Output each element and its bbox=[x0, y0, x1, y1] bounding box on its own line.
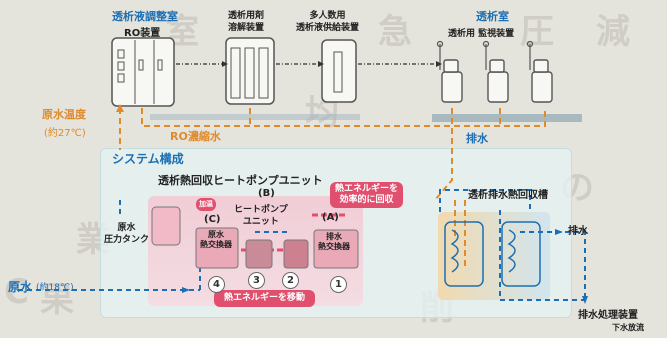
step-circle-3: 3 bbox=[248, 272, 265, 289]
raw-water-temp-label: 原水温度 bbox=[42, 108, 86, 121]
c-label: (C) bbox=[204, 214, 221, 225]
tank-label: 原水 圧力タンク bbox=[104, 223, 150, 245]
system-title: システム構成 bbox=[112, 152, 184, 166]
heat-recovery-tank-label: 透析排水熱回収槽 bbox=[468, 190, 548, 201]
multi-supply-box bbox=[321, 39, 357, 103]
a-label: (A) bbox=[322, 212, 339, 223]
dissolving-device-box bbox=[225, 37, 275, 105]
multi-supply-label: 多人数用 透析液供給装置 bbox=[296, 11, 360, 33]
monitor-device-label: 透析用 監視装置 bbox=[448, 29, 515, 39]
b-label: (B) bbox=[258, 188, 275, 199]
ghost-char: 果 bbox=[40, 280, 80, 320]
raw-water-value: (約18℃) bbox=[36, 283, 74, 293]
dialysis-room-label: 透析室 bbox=[476, 10, 509, 23]
drain-top-label: 排水 bbox=[466, 132, 488, 145]
ghost-char: 圧 bbox=[520, 12, 560, 52]
sewer-label: 下水放流 bbox=[612, 323, 644, 332]
step-circle-2: 2 bbox=[282, 272, 299, 289]
ghost-char: C bbox=[4, 272, 35, 312]
treatment-device-label: 排水処理装置 bbox=[578, 310, 638, 321]
callout-recover: 熱エネルギーを 効率的に回収 bbox=[330, 182, 404, 208]
ro-device-box bbox=[111, 37, 175, 107]
heat-pump-unit-title: 透析熱回収ヒートポンプユニット bbox=[158, 174, 323, 187]
heat-pump-label: ヒートポンプ ユニット bbox=[234, 205, 288, 227]
ghost-char: 減 bbox=[596, 12, 636, 52]
ro-device-label: RO装置 bbox=[124, 28, 161, 39]
raw-water-label: 原水 bbox=[8, 280, 33, 294]
heating-tag: 加温 bbox=[196, 198, 216, 211]
exchanger-c-label: 原水 熱交換器 bbox=[200, 230, 232, 249]
ro-concentrate-label: RO濃縮水 bbox=[170, 130, 221, 143]
dialysate-prep-room-label: 透析液調整室 bbox=[112, 10, 178, 23]
ghost-char: 急 bbox=[378, 12, 418, 52]
monitor-devices bbox=[441, 59, 553, 103]
step-circle-1: 1 bbox=[330, 276, 347, 293]
dissolving-device-label: 透析用剤 溶解装置 bbox=[228, 11, 265, 33]
step-circle-4: 4 bbox=[208, 276, 225, 293]
exchanger-a-label: 排水 熱交換器 bbox=[318, 232, 350, 251]
drain-right-label: 排水 bbox=[568, 226, 588, 237]
raw-water-temp-value: (約27℃) bbox=[44, 128, 86, 139]
callout-move: 熱エネルギーを移動 bbox=[214, 290, 316, 307]
pressure-tank bbox=[151, 206, 181, 246]
